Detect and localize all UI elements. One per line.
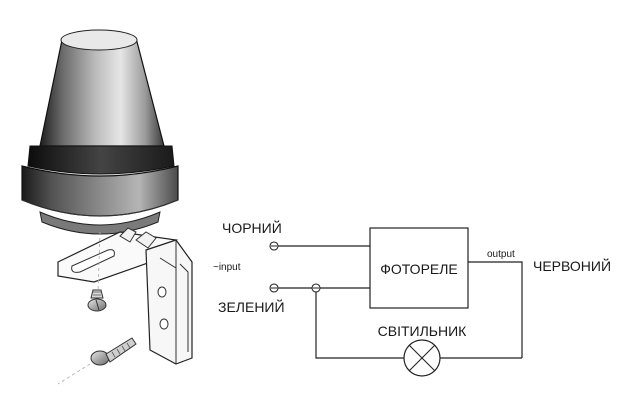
wiring-schematic: ФОТОРЕЛЕ ЧОРНИЙ ~input ЗЕЛЕНИЙ output ЧЕ… [213, 219, 611, 377]
label-black: ЧОРНИЙ [222, 219, 282, 236]
relay-label: ФОТОРЕЛЕ [380, 261, 458, 277]
label-red: ЧЕРВОНИЙ [533, 257, 611, 274]
bracket-hole-2 [159, 318, 169, 330]
screw-small [87, 289, 107, 312]
relay-band [27, 145, 175, 175]
lamp-icon [403, 339, 441, 377]
relay-box [369, 227, 469, 309]
assembly-guides [57, 231, 101, 385]
label-lamp: СВІТИЛЬНИК [378, 323, 468, 339]
bracket-hole-1 [157, 286, 167, 298]
relay-dome-top [60, 29, 138, 51]
mounting-bracket [57, 227, 193, 365]
bracket-vertical [145, 239, 193, 365]
label-input: ~input [213, 262, 241, 273]
label-output: output [487, 249, 515, 260]
bracket-slot [71, 249, 115, 273]
screw-long [90, 337, 137, 366]
photo-relay-device [21, 29, 179, 235]
label-green: ЗЕЛЕНИЙ [218, 298, 285, 315]
